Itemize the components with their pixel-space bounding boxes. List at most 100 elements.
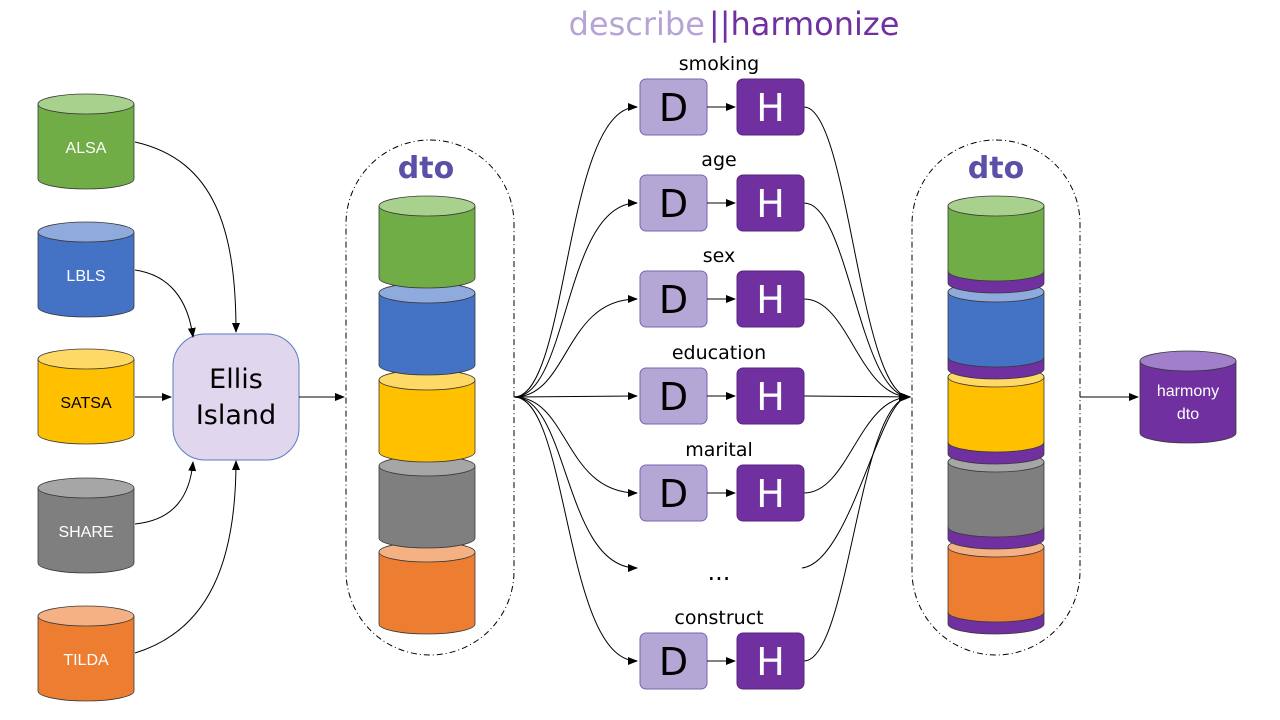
dto-left-label: dto [398, 151, 454, 186]
segment-body [947, 205, 1045, 282]
harmony-label-line2: dto [1177, 406, 1199, 423]
dto-left-segment-share [378, 455, 476, 549]
ellis-island-box [172, 333, 300, 461]
dto-right-group: dto [911, 139, 1081, 656]
dto-left-segment-alsa-body [378, 205, 476, 289]
dto-right-segment-lbls [947, 281, 1045, 380]
ellis-label-line2: Island [196, 400, 276, 431]
harmony-dto-output: harmony dto [1139, 350, 1237, 444]
harmony-label-line1: harmony [1157, 383, 1219, 400]
source-satsa-body [37, 358, 135, 445]
ellipsis-label: ... [708, 558, 731, 586]
construct-label: sex [703, 245, 736, 267]
arrow-dto-to-row-1 [513, 199, 638, 398]
source-share: SHARE [37, 477, 135, 574]
dto-right-segment-tilda [947, 536, 1045, 635]
segment-body [947, 461, 1045, 538]
dto-left-segment-alsa [378, 195, 476, 289]
dto-left-segment-satsa-body [378, 379, 476, 463]
describe-letter: D [659, 375, 688, 419]
dto-right-label: dto [968, 151, 1024, 186]
describe-letter: D [659, 278, 688, 322]
segment-body [947, 546, 1045, 623]
arrow-row-4-to-dto [803, 393, 911, 494]
source-lbls: LBLS [37, 221, 135, 318]
dto-right-segment-satsa [947, 366, 1045, 465]
arrow-row-1-to-dto [803, 202, 911, 401]
source-alsa-top [37, 93, 135, 115]
arrow-dto-to-row-2 [513, 295, 638, 398]
segment-body [947, 376, 1045, 453]
harmonize-letter: H [756, 472, 785, 516]
source-label: SHARE [58, 524, 113, 541]
harmonize-letter: H [756, 86, 785, 130]
construct-label: construct [674, 607, 763, 629]
source-lbls-top [37, 221, 135, 243]
arrow-alsa-ellis [134, 141, 240, 333]
source-cylinders: ALSA LBLS SATSA SHARE TILDA [37, 93, 135, 702]
construct-label: age [701, 149, 736, 171]
harmonize-box [736, 174, 805, 232]
connectors [134, 103, 1139, 665]
source-alsa-body [37, 103, 135, 190]
arrow-share-ellis [134, 461, 197, 525]
harmonize-box [736, 78, 805, 136]
dto-right-segment-share [947, 451, 1045, 550]
title-harmonize: harmonize [730, 5, 899, 43]
harmonize-box [736, 367, 805, 425]
arrow-row-5-to-dto [801, 393, 909, 569]
source-label: LBLS [66, 268, 105, 285]
title-describe: describe [569, 5, 705, 43]
ellis-label-line1: Ellis [209, 364, 263, 395]
source-label: ALSA [66, 140, 107, 157]
dto-left-container [345, 139, 515, 656]
source-tilda-top [37, 605, 135, 627]
harmony-dto-cylinder-top [1139, 350, 1237, 372]
segment-body [947, 291, 1045, 368]
construct-label: smoking [679, 53, 759, 75]
dto-left-segment-share-body [378, 465, 476, 549]
title-separator: || [709, 5, 731, 43]
arrow-dto-to-row-0 [513, 103, 638, 398]
source-share-top [37, 477, 135, 499]
source-label: TILDA [63, 652, 109, 669]
dto-left-segment-tilda-body [378, 551, 476, 635]
arrow-row-0-to-dto [803, 106, 911, 401]
harmonize-box [736, 270, 805, 328]
describe-letter: D [659, 182, 688, 226]
construct-label: marital [685, 439, 753, 461]
harmonize-box [736, 464, 805, 522]
harmonize-letter: H [756, 640, 785, 684]
describe-letter: D [659, 86, 688, 130]
source-alsa: ALSA [37, 93, 135, 190]
harmony-dto-cylinder [1139, 350, 1237, 444]
arrow-row-6-to-dto [803, 393, 911, 662]
source-label: SATSA [60, 395, 112, 412]
dto-left-segment-tilda [378, 541, 476, 635]
source-lbls-body [37, 231, 135, 318]
source-share-body [37, 487, 135, 574]
source-satsa-top [37, 348, 135, 370]
harmonize-box [736, 632, 805, 690]
arrow-dto-to-row-3 [513, 392, 638, 401]
dto-left-segment-lbls-body [378, 292, 476, 376]
harmonize-letter: H [756, 182, 785, 226]
harmony-dto-cylinder-body [1139, 360, 1237, 444]
dto-left-segment-alsa-top [378, 195, 476, 217]
construct-label: education [672, 342, 766, 364]
dto-left-group: dto [345, 139, 515, 656]
arrow-dto-to-row-4 [513, 396, 638, 497]
diagram-title: describe||harmonize [569, 5, 900, 43]
arrow-dto-to-row-5 [513, 396, 638, 572]
arrow-row-2-to-dto [803, 298, 911, 401]
dto-left-segment-lbls [378, 282, 476, 376]
arrow-tilda-ellis [134, 460, 240, 654]
